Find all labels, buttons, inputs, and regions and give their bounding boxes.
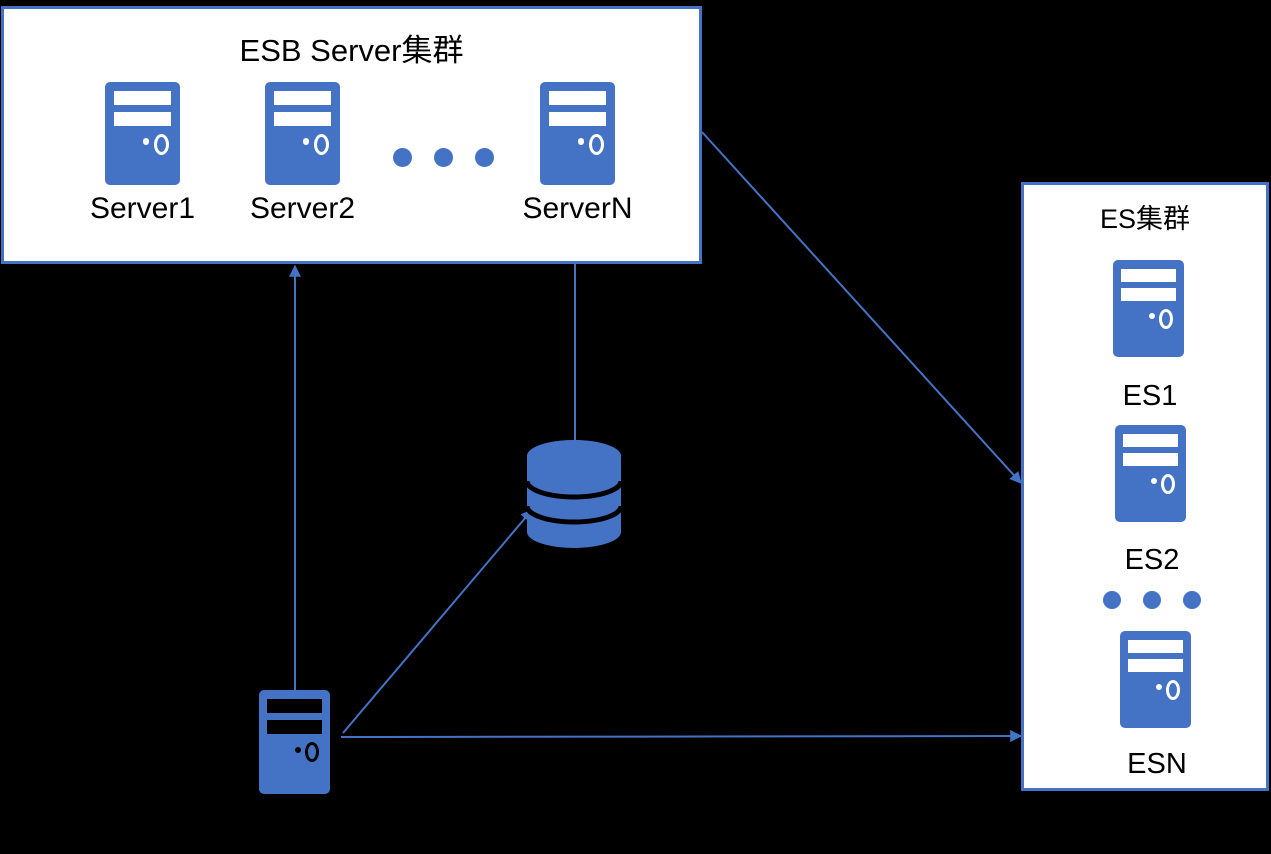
server-power-ring <box>305 742 320 763</box>
server-power-ring <box>1166 679 1181 700</box>
server-power-ring <box>1159 308 1174 329</box>
server-led-dot <box>577 138 584 145</box>
server-slot-top <box>548 91 607 106</box>
server-led-dot <box>142 138 149 145</box>
server-led-dot <box>1148 312 1155 319</box>
server-led-dot <box>1155 683 1162 690</box>
es-node-es2-label: ES2 <box>1124 544 1180 576</box>
esb-cluster-title: ESB Server集群 <box>239 33 464 68</box>
es-ellipsis-dots-icon <box>1103 591 1201 609</box>
esb-ellipsis-dots-icon <box>393 148 494 167</box>
connector-esb-to-es <box>701 131 1022 484</box>
es-node-es1-icon <box>1113 260 1184 357</box>
server-slot-bottom <box>548 111 607 126</box>
esb-node-server1-icon <box>105 82 180 185</box>
server-slot-bottom <box>267 720 322 735</box>
esb-node-servern-label: ServerN <box>522 192 633 225</box>
esb-node-server1-label: Server1 <box>89 192 196 225</box>
server-slot-top <box>1128 639 1183 653</box>
es-cluster-title: ES集群 <box>1099 204 1191 234</box>
server-slot-bottom <box>1121 288 1176 302</box>
connector-client-to-es <box>340 730 1023 743</box>
server-led-dot <box>294 746 301 753</box>
server-led-dot <box>1150 477 1157 484</box>
server-power-ring <box>1161 473 1176 494</box>
es-node-esn-label: ESN <box>1127 748 1187 780</box>
connector-client-to-datastore <box>342 509 533 734</box>
esb-node-server2-label: Server2 <box>249 192 356 225</box>
server-slot-top <box>267 699 322 714</box>
client-node-icon <box>259 690 330 794</box>
server-slot-top <box>113 91 172 106</box>
es-node-es2-icon <box>1115 425 1186 522</box>
server-slot-top <box>273 91 332 106</box>
esb-node-servern-icon <box>540 82 615 185</box>
server-power-ring <box>588 133 604 155</box>
server-power-ring <box>153 133 169 155</box>
server-slot-top <box>1123 433 1178 447</box>
es-node-esn-icon <box>1120 631 1191 728</box>
server-slot-bottom <box>1123 453 1178 467</box>
database-cylinder-icon <box>524 440 624 548</box>
server-power-ring <box>313 133 329 155</box>
server-slot-bottom <box>113 111 172 126</box>
es-node-es1-label: ES1 <box>1122 380 1178 412</box>
server-slot-top <box>1121 268 1176 282</box>
server-slot-bottom <box>1128 659 1183 673</box>
server-slot-bottom <box>273 111 332 126</box>
esb-node-server2-icon <box>265 82 340 185</box>
server-led-dot <box>302 138 309 145</box>
